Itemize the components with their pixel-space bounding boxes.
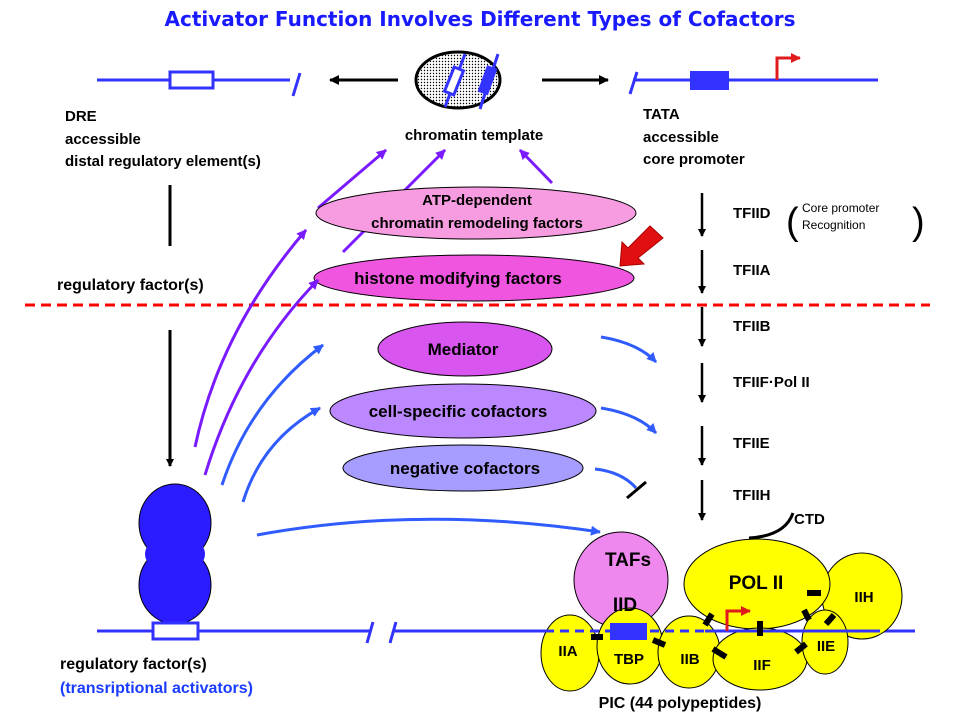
slide-title: Activator Function Involves Different Ty…: [165, 7, 796, 31]
regulatory-factor-label-top: regulatory factor(s): [57, 277, 204, 294]
repression-bar: [626, 480, 647, 500]
gtf-assembly-pathway: TFIID ( Core promoter Recognition ) TFII…: [698, 193, 925, 521]
histone-modifying-factors: histone modifying factors: [313, 254, 635, 302]
pic-transcription-start-arrow: [725, 606, 751, 631]
tata-dna-strand: [628, 53, 878, 95]
tbp-label: TBP: [614, 651, 644, 668]
negative-cofactors: negative cofactors: [342, 444, 584, 492]
transcription-start-arrow: [775, 53, 801, 80]
step-tfiih: TFIIH: [733, 487, 771, 504]
tata-box: [690, 71, 729, 90]
pic-caption: PIC (44 polypeptides): [599, 695, 762, 712]
arrow-activator-to-mediator: [220, 343, 324, 486]
arrow-activator-to-histone: [203, 278, 320, 476]
dre-label: DRE: [65, 108, 97, 125]
tata-label: TATA: [643, 106, 680, 123]
pic-complex: CTD TAFs IID POL II IIH IIA T: [540, 511, 903, 712]
atp-remodeling-factors: ATP-dependent chromatin remodeling facto…: [315, 186, 637, 240]
cell-specific-cofactors: cell-specific cofactors: [329, 383, 597, 439]
paren-close: ): [912, 201, 925, 243]
dre-description: distal regulatory element(s): [65, 153, 261, 170]
arrow-atp-to-chromatin-right: [518, 148, 554, 185]
chromatin-template-icon: [414, 50, 502, 110]
iie-label: IIE: [817, 638, 835, 655]
atp-label-line1: ATP-dependent: [422, 192, 532, 209]
step-tfiie: TFIIE: [733, 435, 770, 452]
tafs-label: TAFs: [605, 550, 651, 571]
paren-open: (: [786, 201, 799, 243]
tbp-subunit: [596, 607, 664, 685]
chromatin-template-label: chromatin template: [405, 127, 543, 144]
dna-break-mark: [628, 71, 639, 95]
step-tfiib: TFIIB: [733, 318, 771, 335]
histone-label: histone modifying factors: [354, 269, 562, 288]
highlight-arrow: [619, 225, 664, 267]
tfiid-note-line2: Recognition: [802, 218, 865, 232]
dre-accessible-label: accessible: [65, 131, 141, 148]
cell-specific-label: cell-specific cofactors: [369, 402, 548, 421]
pol2-label: POL II: [729, 573, 784, 594]
tfiid-note-line1: Core promoter: [802, 201, 879, 215]
bottom-dna-strand: [97, 621, 915, 644]
dre-dna-strand: [97, 70, 302, 97]
arrow-atp-to-chromatin: [317, 148, 387, 210]
transcriptional-activators-label: (transriptional activators): [60, 680, 253, 697]
iid-label: IID: [613, 595, 637, 616]
tfiie-subunit: [801, 609, 849, 675]
step-tfiia: TFIIA: [733, 262, 771, 279]
dna-break-mark: [291, 72, 302, 97]
arrow-activator-to-pic: [256, 517, 601, 537]
contact-marks: [591, 590, 837, 660]
negative-label: negative cofactors: [390, 459, 540, 478]
mediator: Mediator: [377, 321, 553, 377]
mediator-label: Mediator: [428, 340, 499, 359]
arrow-mediator-to-pathway: [600, 335, 658, 364]
activator-binding-site: [151, 621, 200, 641]
arrow-cell-specific-to-pathway: [600, 406, 658, 435]
iif-label: IIF: [753, 657, 771, 674]
iia-label: IIA: [558, 643, 577, 660]
atp-label-line2: chromatin remodeling factors: [371, 215, 583, 232]
ctd-tail: [748, 512, 795, 540]
step-tfiid: TFIID: [733, 205, 771, 222]
core-promoter-label: core promoter: [643, 151, 745, 168]
repress-negative-to-pathway: [594, 467, 638, 490]
dre-element-box: [168, 70, 215, 90]
arrow-activator-to-atp: [193, 229, 308, 448]
tata-accessible-label: accessible: [643, 129, 719, 146]
ctd-label: CTD: [794, 511, 825, 528]
tbp-tata-box: [610, 623, 647, 640]
iib-label: IIB: [680, 651, 699, 668]
regulatory-factor-label-bottom: regulatory factor(s): [60, 656, 207, 673]
iih-label: IIH: [854, 589, 873, 606]
arrow-activator-to-cell-specific: [241, 406, 321, 503]
activator-dimer: [138, 483, 212, 625]
step-tfiif-pol2: TFIIF·Pol II: [733, 374, 810, 391]
dna-break-mark: [365, 621, 375, 644]
